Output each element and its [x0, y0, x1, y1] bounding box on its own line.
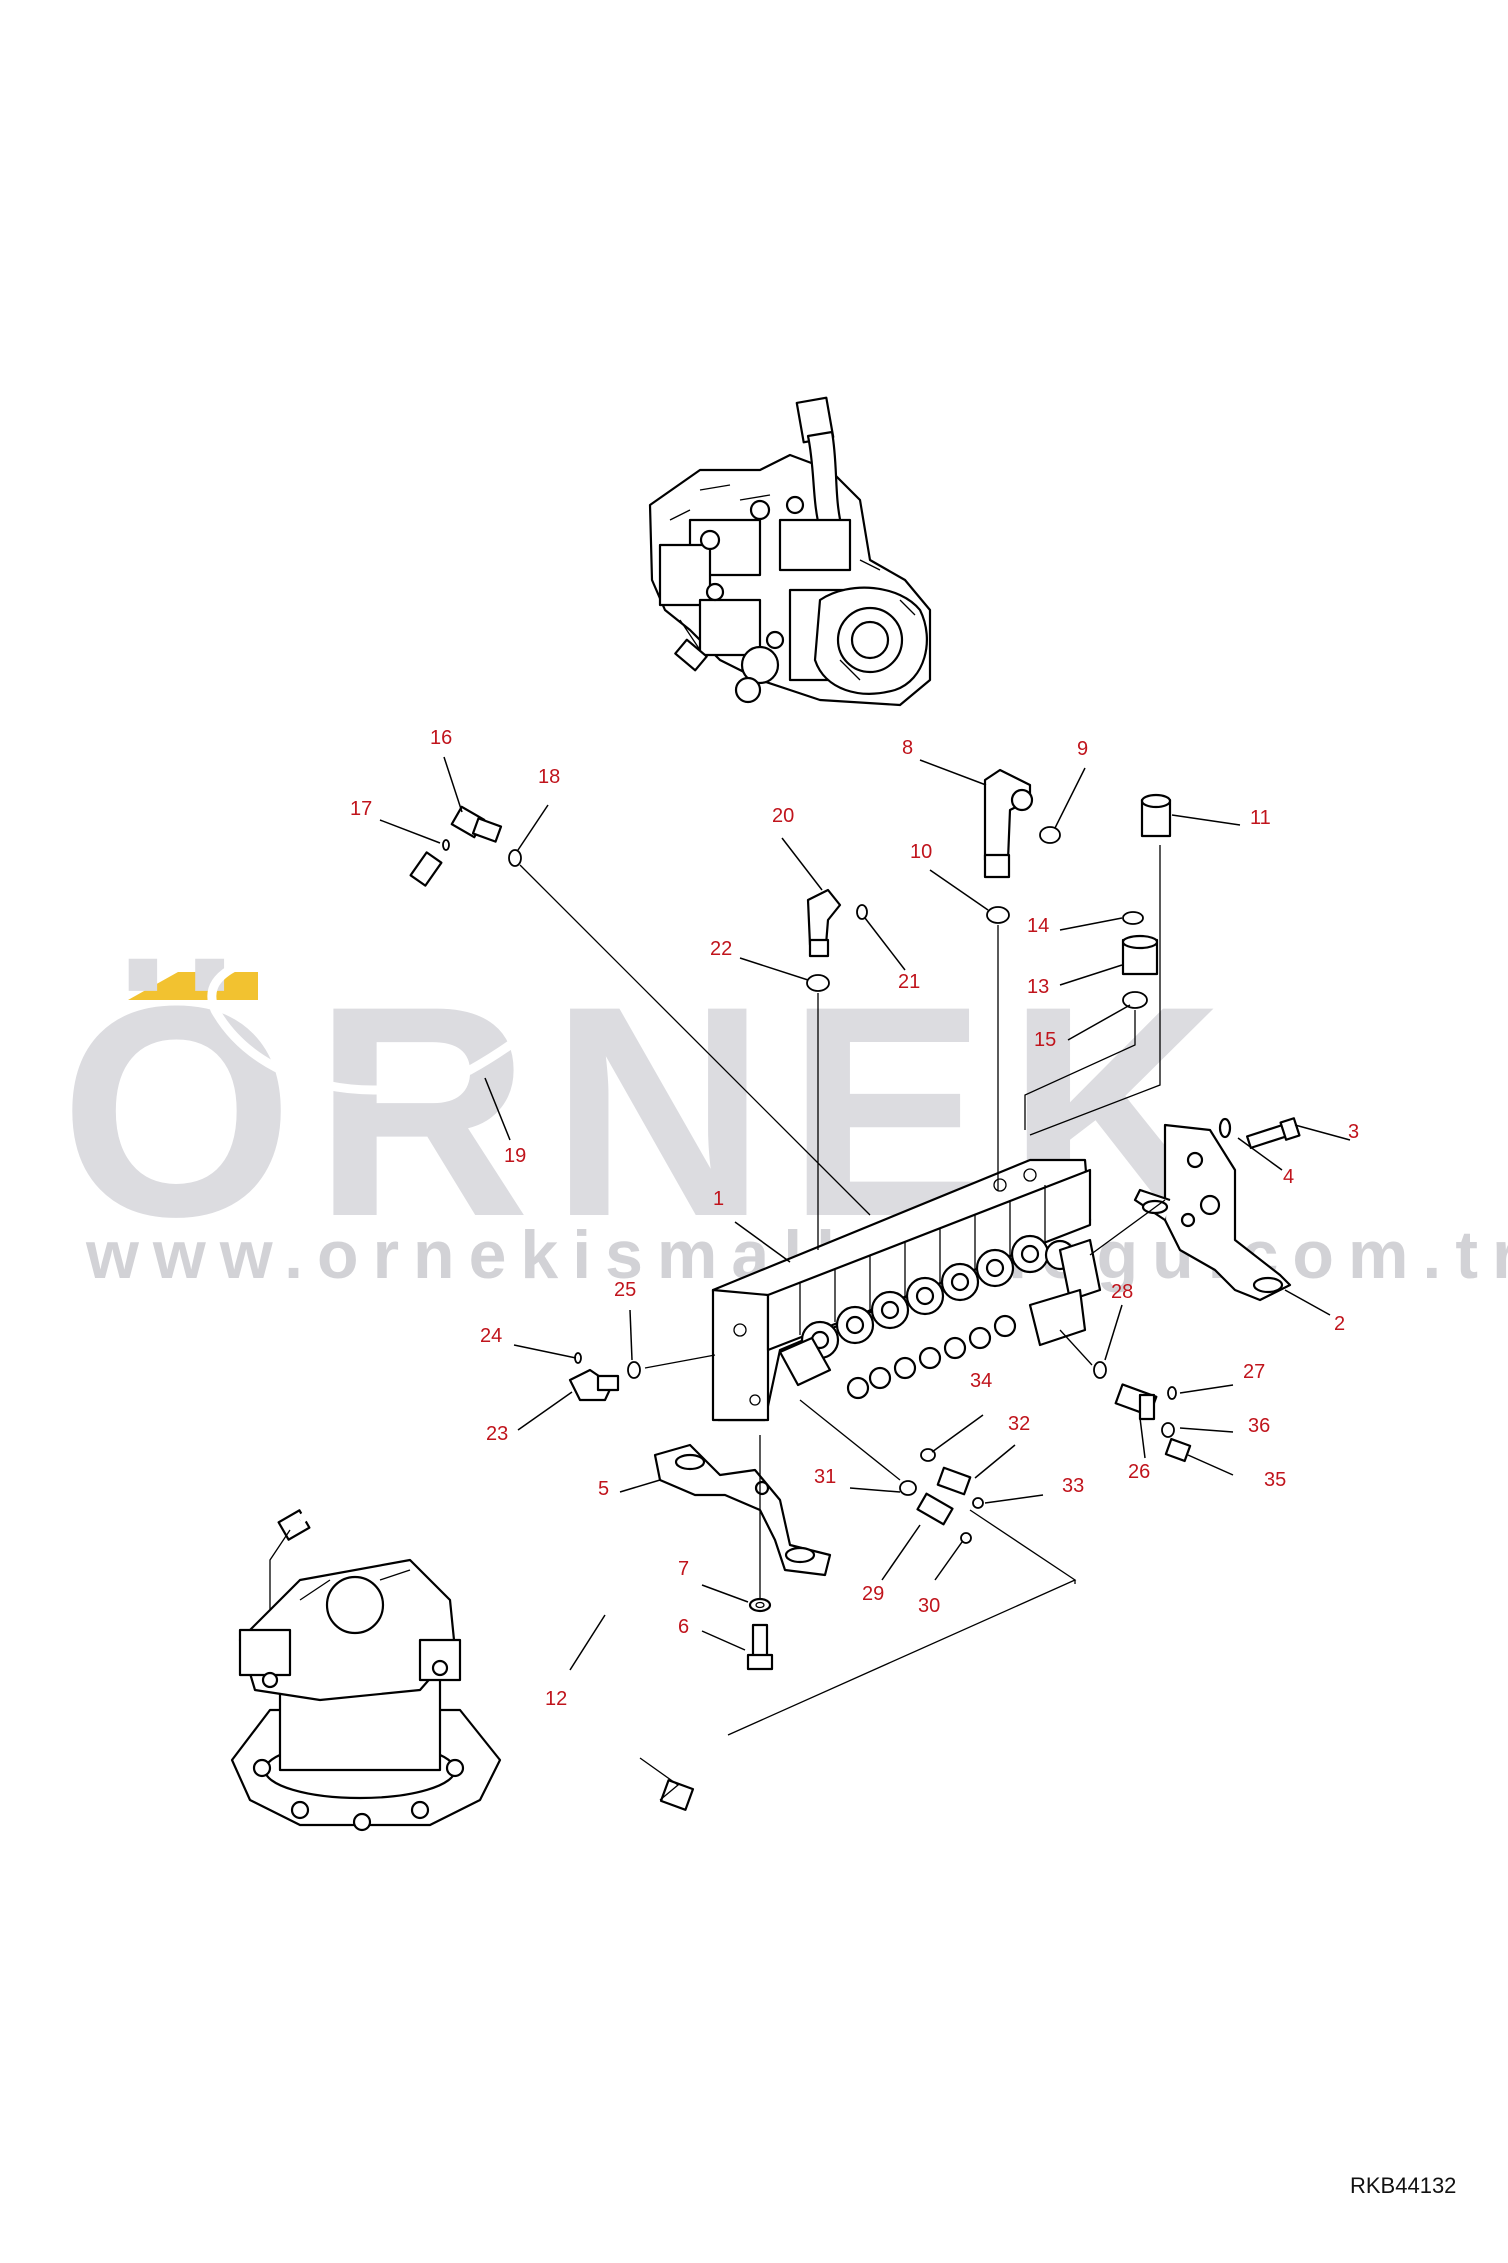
callout-6: 6: [678, 1616, 689, 1638]
adapter-32: [936, 1466, 972, 1496]
callout-5: 5: [598, 1478, 609, 1500]
callout-8: 8: [902, 737, 913, 759]
adapter-29: [916, 1492, 954, 1526]
callout-14: 14: [1027, 915, 1049, 937]
callout-25: 25: [614, 1279, 636, 1301]
watermark-accent: [128, 972, 258, 1000]
hose-19: [207, 638, 744, 1095]
callout-36: 36: [1248, 1415, 1270, 1437]
callout-24: 24: [480, 1325, 502, 1347]
callout-26: 26: [1128, 1461, 1150, 1483]
elbow-20: [806, 888, 842, 958]
callout-3: 3: [1348, 1121, 1359, 1143]
washer-4: [1218, 1117, 1232, 1139]
callout-21: 21: [898, 971, 920, 993]
washer-7: [748, 1597, 772, 1613]
callout-19: 19: [504, 1145, 526, 1167]
elbow-fitting-8: [983, 768, 1034, 879]
elbow-23: [568, 1368, 620, 1402]
callout-10: 10: [910, 841, 932, 863]
callout-17: 17: [350, 798, 372, 820]
callout-27: 27: [1243, 1361, 1265, 1383]
callout-15: 15: [1034, 1029, 1056, 1051]
swing-motor-assembly: [230, 1509, 502, 1832]
hose-12: [297, 1488, 707, 1811]
callout-32: 32: [1008, 1413, 1030, 1435]
callout-16: 16: [430, 727, 452, 749]
callout-20: 20: [772, 805, 794, 827]
callout-31: 31: [814, 1466, 836, 1488]
valve-ports: [800, 1234, 1076, 1400]
bracket-5: [653, 1443, 832, 1577]
drawing-reference: RKB44132: [1350, 2173, 1456, 2198]
callout-23: 23: [486, 1423, 508, 1445]
control-valve-body: [711, 1158, 1102, 1422]
callout-33: 33: [1062, 1475, 1084, 1497]
plug-35: [1164, 1437, 1192, 1463]
hydraulic-pump-assembly: [648, 396, 932, 707]
callout-34: 34: [970, 1370, 992, 1392]
callout-9: 9: [1077, 738, 1088, 760]
callout-numbers: 1 2 3 4 5 6 7 8 9 10 11 12 13 14 15 16 1…: [350, 727, 1359, 1710]
callout-35: 35: [1264, 1469, 1286, 1491]
nut-11: [1140, 793, 1172, 838]
callout-18: 18: [538, 766, 560, 788]
callout-11: 11: [1250, 807, 1271, 829]
reference-lines: [519, 845, 1166, 1801]
callout-leaders: [379, 756, 1351, 1671]
callout-12: 12: [545, 1688, 567, 1710]
callout-22: 22: [710, 938, 732, 960]
tee-26: [1114, 1383, 1158, 1421]
callout-4: 4: [1283, 1166, 1294, 1188]
adapter-13: [1121, 934, 1159, 976]
callout-30: 30: [918, 1595, 940, 1617]
o-rings: [442, 826, 1177, 1544]
callout-13: 13: [1027, 976, 1049, 998]
callout-29: 29: [862, 1583, 884, 1605]
bolt-3: [1246, 1117, 1301, 1149]
callout-7: 7: [678, 1558, 689, 1580]
callout-28: 28: [1111, 1281, 1133, 1303]
elbow-16: [450, 805, 503, 843]
callout-2: 2: [1334, 1313, 1345, 1335]
bolt-6: [746, 1623, 774, 1671]
callout-1: 1: [713, 1188, 724, 1210]
watermark: ÖRNEK www.ornekismalkatalogu.com.tr: [60, 943, 1508, 1293]
